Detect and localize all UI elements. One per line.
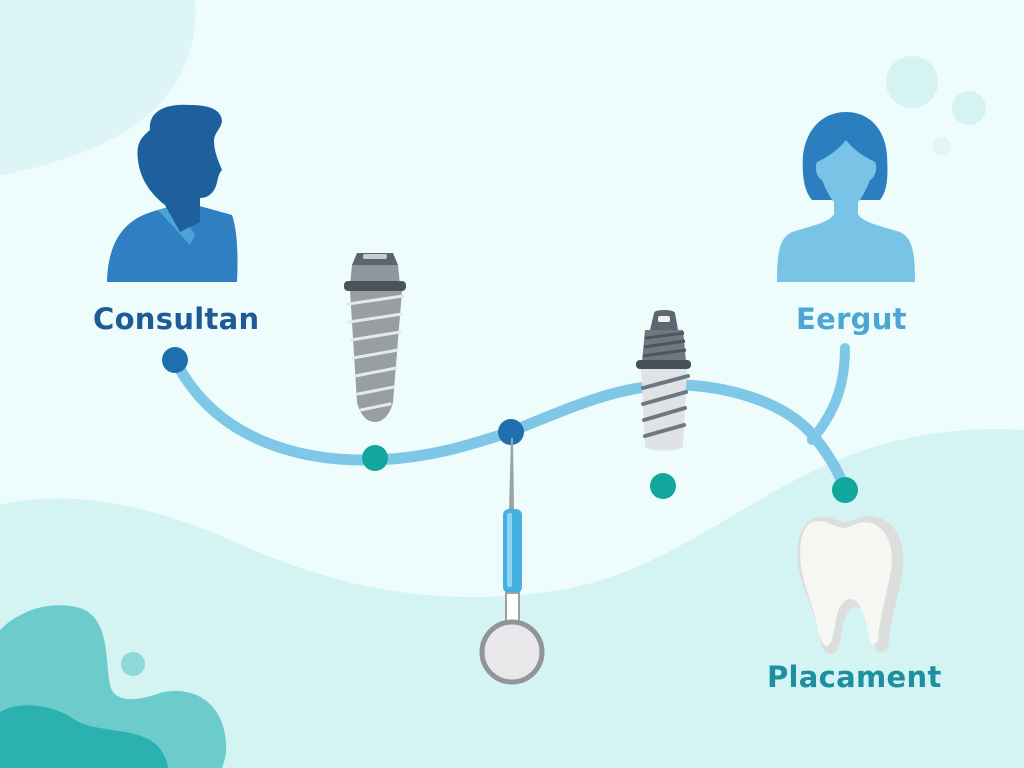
bubble [886, 56, 938, 108]
node-placement [832, 477, 858, 503]
placement-label: Placament [767, 660, 942, 694]
node-consultant [162, 347, 188, 373]
path-line-expert-branch [807, 343, 850, 445]
top-left-blob [0, 0, 196, 175]
bubble [121, 652, 145, 676]
path-line-main [169, 354, 851, 494]
expert-label: Eergut [796, 302, 907, 336]
bubble [952, 91, 986, 125]
node-implant-2 [650, 473, 676, 499]
bubble [933, 137, 951, 155]
consultant-label: Consultan [93, 302, 260, 336]
bottom-left-blob-dark [0, 705, 168, 768]
node-implant-1 [362, 445, 388, 471]
node-probe [498, 419, 524, 445]
